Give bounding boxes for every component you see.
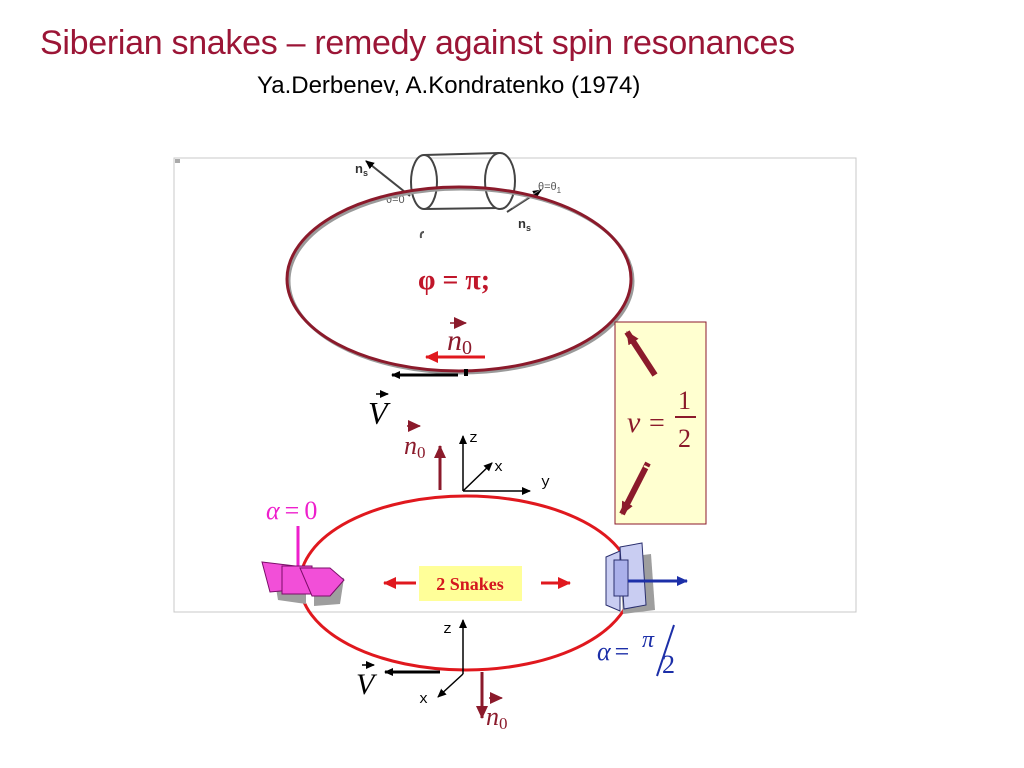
velocity-arrow-mark	[464, 369, 468, 376]
alpha-half-slash	[656, 624, 675, 677]
snakes-label: 2 Snakes	[436, 574, 504, 594]
upper-ring	[285, 185, 633, 373]
axis-x-top	[462, 462, 493, 492]
theta-one-label: θ=θ1	[538, 181, 562, 195]
n-s-label-bottom: ns	[518, 216, 531, 233]
nu-denominator: 2	[678, 424, 691, 453]
alpha-zero-label: α=0	[266, 496, 317, 525]
velocity-label-lower: V	[356, 668, 378, 701]
alpha-half-label: α=	[597, 637, 629, 666]
snake-magnet-right	[605, 542, 655, 614]
snakes-label-box	[419, 566, 522, 601]
upper-ring-shadow	[287, 187, 635, 375]
frame-corner-mark	[175, 159, 180, 163]
spin-arrow-entry	[365, 160, 411, 197]
inset-tick-mark	[419, 231, 425, 239]
velocity-label-upper: V	[368, 395, 391, 431]
axis-z-bottom-label: z	[443, 621, 452, 638]
n0-label-bottom: n0	[486, 702, 508, 733]
phi-equals-pi-label: φ = π;	[418, 265, 490, 296]
axis-x-bottom	[437, 673, 464, 698]
nu-numerator: 1	[678, 386, 691, 415]
image-frame	[173, 157, 857, 613]
helix-magnet-sketch	[410, 152, 516, 210]
axis-y-top-label: y	[541, 474, 550, 491]
spin-flip-arrow-up	[624, 330, 659, 382]
axis-x-top-label: x	[494, 459, 503, 476]
nu-equals-sign: =	[649, 408, 665, 439]
spin-flip-arrow-down	[619, 461, 653, 516]
n0-label-upper: n0	[447, 324, 472, 359]
n-s-label-top: ns	[355, 161, 368, 178]
axis-x-bottom-label: x	[419, 691, 428, 708]
beam-axis-line	[511, 189, 541, 209]
page-subtitle: Ya.Derbenev, A.Kondratenko (1974)	[257, 72, 641, 99]
page-title: Siberian snakes – remedy against spin re…	[40, 24, 795, 62]
n0-label-lower-top: n0	[404, 431, 426, 462]
alpha-half-two: 2	[662, 650, 675, 679]
axis-z-top-label: z	[469, 430, 478, 447]
snake-magnet-left	[261, 561, 345, 606]
nu-symbol: ν	[627, 406, 641, 439]
alpha-half-pi: π	[642, 627, 655, 653]
resonance-box	[614, 321, 707, 525]
spin-arrow-exit	[506, 189, 542, 213]
